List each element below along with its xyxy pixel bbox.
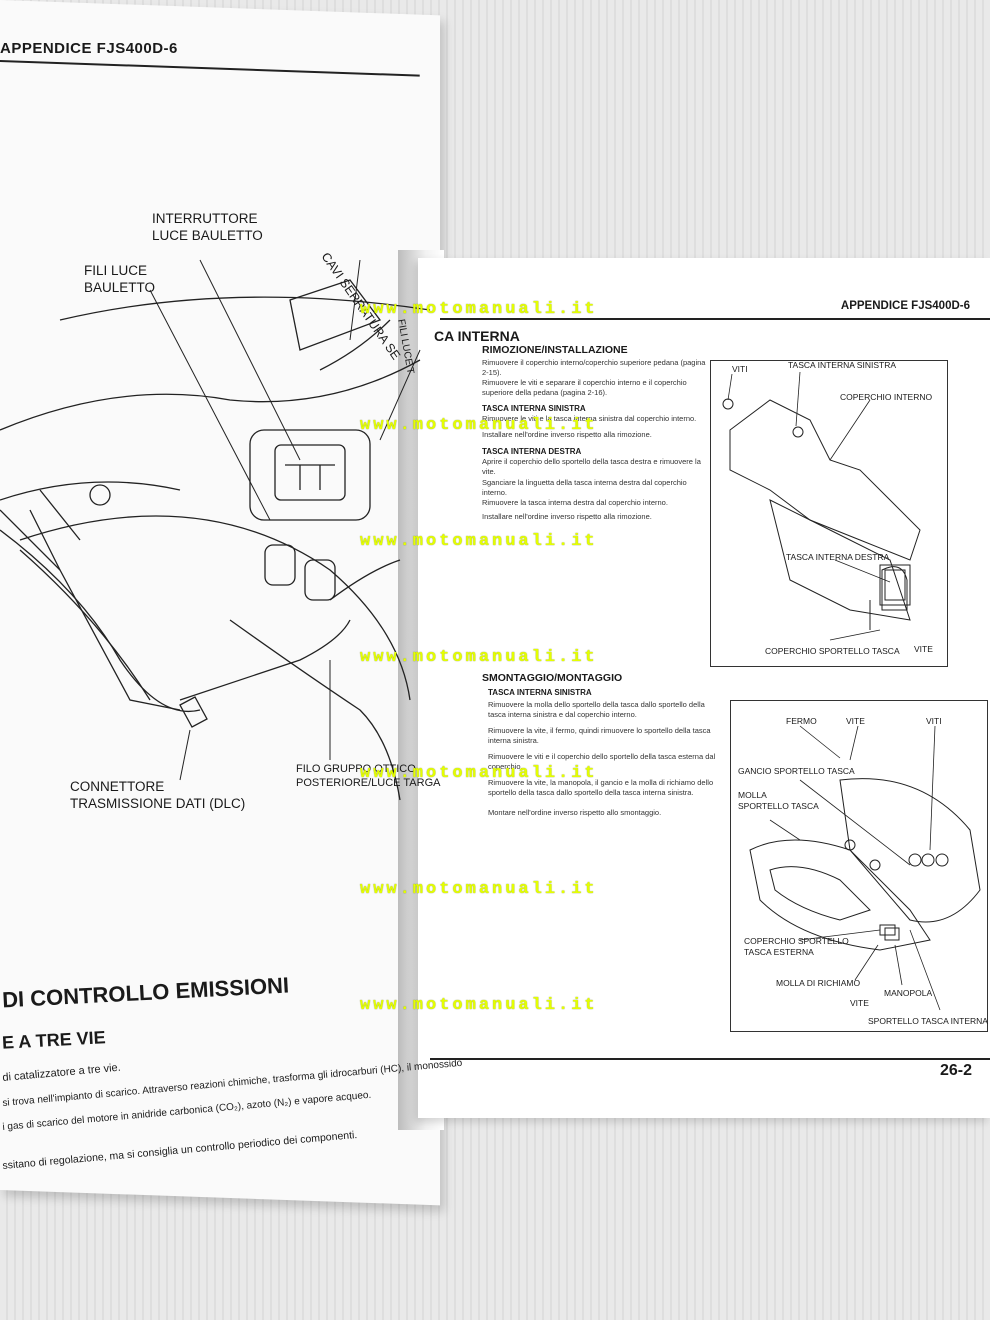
rimozione-sx-p1: Rimuovere le viti e la tasca interna sin… xyxy=(482,414,697,423)
d1-label-coperchio-sportello: COPERCHIO SPORTELLO TASCA xyxy=(765,646,900,656)
d2-label-coperchio-esterna: COPERCHIO SPORTELLO TASCA ESTERNA xyxy=(744,936,849,957)
watermark-2: www.motomanuali.it xyxy=(360,416,598,435)
label-fili-luce: FILI LUCE BAULETTO xyxy=(84,263,156,295)
d1-label-tasca-dx: TASCA INTERNA DESTRA xyxy=(786,552,890,562)
rimozione-dx-p1: Aprire il coperchio dello sportello dell… xyxy=(482,457,701,476)
smontaggio-sx-title: TASCA INTERNA SINISTRA xyxy=(488,688,592,697)
d1-label-vite: VITE xyxy=(914,644,933,654)
d2-label-sportello: SPORTELLO TASCA INTERNA xyxy=(868,1016,988,1026)
diagram-box-smontaggio xyxy=(730,700,988,1032)
smontaggio-title: SMONTAGGIO/MONTAGGIO xyxy=(482,672,623,684)
right-page-header: APPENDICE FJS400D-6 xyxy=(840,300,970,312)
smontaggio-p1: Rimuovere la molla dello sportello della… xyxy=(488,700,705,719)
rimozione-sx-p2: Installare nell'ordine inverso rispetto … xyxy=(482,430,652,439)
d2-label-vite-top: VITE xyxy=(846,716,865,726)
label-connettore-dlc: CONNETTORE TRASMISSIONE DATI (DLC) xyxy=(70,779,246,811)
d2-label-gancio: GANCIO SPORTELLO TASCA xyxy=(738,766,855,776)
rimozione-dx-p3: Rimuovere la tasca interna destra dal co… xyxy=(482,498,668,507)
smontaggio-p2: Rimuovere la vite, il fermo, quindi rimu… xyxy=(488,726,711,745)
d2-label-viti: VITI xyxy=(926,716,942,726)
right-page xyxy=(418,258,990,1118)
d2-label-manopola: MANOPOLA xyxy=(884,988,933,998)
rimozione-dx-p2: Sganciare la linguetta della tasca inter… xyxy=(482,478,687,497)
right-section-title: CA INTERNA xyxy=(434,328,520,344)
left-page-header: APPENDICE FJS400D-6 xyxy=(0,40,178,57)
smontaggio-p3: Rimuovere le viti e il coperchio dello s… xyxy=(488,752,716,771)
watermark-7: www.motomanuali.it xyxy=(360,996,598,1015)
watermark-1: www.motomanuali.it xyxy=(360,300,598,319)
watermark-6: www.motomanuali.it xyxy=(360,880,598,899)
d2-label-fermo: FERMO xyxy=(786,716,817,726)
smontaggio-p5: Montare nell'ordine inverso rispetto all… xyxy=(488,808,662,817)
rimozione-p1: Rimuovere il coperchio interno/coperchio… xyxy=(482,358,706,377)
watermark-4: www.motomanuali.it xyxy=(360,648,598,667)
watermark-3: www.motomanuali.it xyxy=(360,532,598,551)
rimozione-dx-title: TASCA INTERNA DESTRA xyxy=(482,447,582,456)
diagram-box-rimozione xyxy=(710,360,948,667)
inner-pocket-drawing xyxy=(722,371,921,641)
smontaggio-p4: Rimuovere la vite, la manopola, il ganci… xyxy=(488,778,714,797)
d1-label-tasca-sx: TASCA INTERNA SINISTRA xyxy=(788,360,897,370)
d2-label-vite-bottom: VITE xyxy=(850,998,869,1008)
page-number: 26-2 xyxy=(940,1062,973,1079)
footer-rule xyxy=(430,1058,990,1060)
rimozione-sx-title: TASCA INTERNA SINISTRA xyxy=(482,404,586,413)
rimozione-dx-p4: Installare nell'ordine inverso rispetto … xyxy=(482,512,652,521)
rimozione-p2: Rimuovere le viti e separare il coperchi… xyxy=(482,378,687,397)
watermark-5: www.motomanuali.it xyxy=(360,764,598,783)
right-header-rule xyxy=(440,318,990,320)
pocket-door-drawing xyxy=(749,725,981,1011)
label-filo-gruppo-ottico: FILO GRUPPO OTTICO POSTERIORE/LUCE TARGA xyxy=(296,763,441,789)
label-interruttore: INTERRUTTORE LUCE BAULETTO xyxy=(152,211,263,243)
d2-label-molla: MOLLA SPORTELLO TASCA xyxy=(738,790,819,811)
wiring-diagram-drawing xyxy=(0,259,431,801)
d1-label-coperchio-interno: COPERCHIO INTERNO xyxy=(840,392,933,402)
d1-label-viti: VITI xyxy=(732,364,748,374)
d2-label-molla-richiamo: MOLLA DI RICHIAMO xyxy=(776,978,861,988)
rimozione-title: RIMOZIONE/INSTALLAZIONE xyxy=(482,344,628,356)
